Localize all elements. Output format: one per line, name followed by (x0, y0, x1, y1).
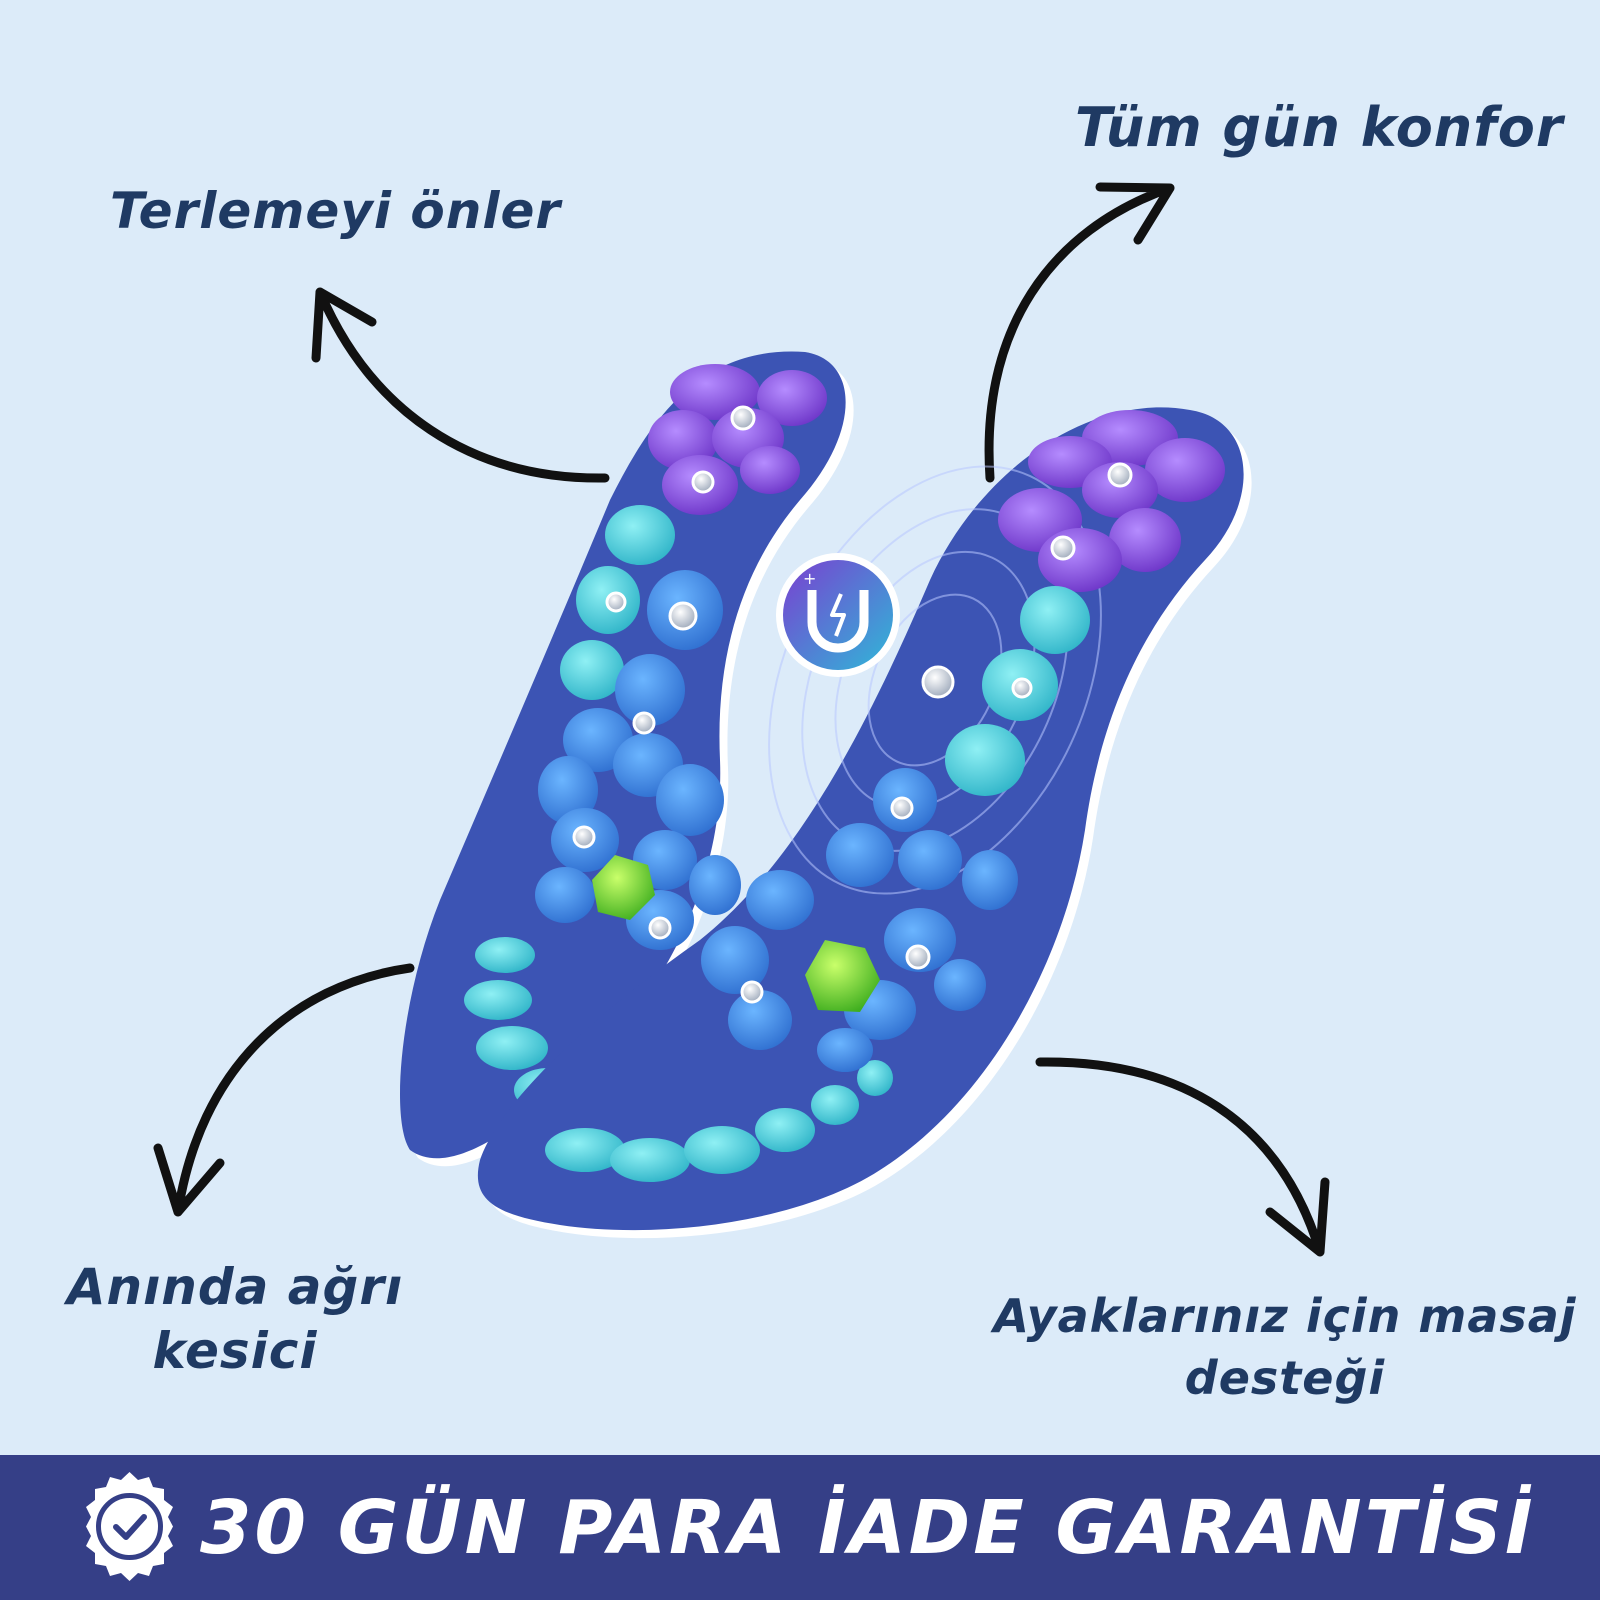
feature-arrows (153, 182, 1330, 1257)
guarantee-text: 30 GÜN PARA İADE GARANTİSİ (200, 1485, 1536, 1571)
feature-label-pain-line1: Anında ağrı (66, 1258, 404, 1316)
feature-label-sweat: Terlemeyi önler (110, 182, 562, 240)
guarantee-banner: 30 GÜN PARA İADE GARANTİSİ (0, 1455, 1600, 1600)
arrow-to-sweat-label (311, 287, 610, 483)
left-insole (400, 351, 854, 1167)
arrow-to-pain-label (153, 963, 415, 1217)
arrow-to-massage-label (1035, 1057, 1330, 1257)
feature-label-pain-line2: kesici (152, 1322, 318, 1380)
right-insole (477, 407, 1252, 1239)
feature-label-massage-line2: desteği (1184, 1351, 1386, 1405)
massage-insoles-image: + (400, 351, 1252, 1239)
magnet-lightning-icon: + (776, 553, 900, 677)
svg-text:+: + (803, 569, 816, 588)
arrow-to-comfort-label (984, 182, 1175, 483)
feature-label-massage: Ayaklarınız için masaj desteği (990, 1285, 1580, 1409)
feature-label-massage-line1: Ayaklarınız için masaj (993, 1289, 1577, 1343)
verified-badge-icon (86, 1472, 173, 1581)
feature-label-comfort: Tüm gün konfor (1075, 96, 1564, 159)
feature-label-pain-relief: Anında ağrı kesici (50, 1255, 420, 1383)
